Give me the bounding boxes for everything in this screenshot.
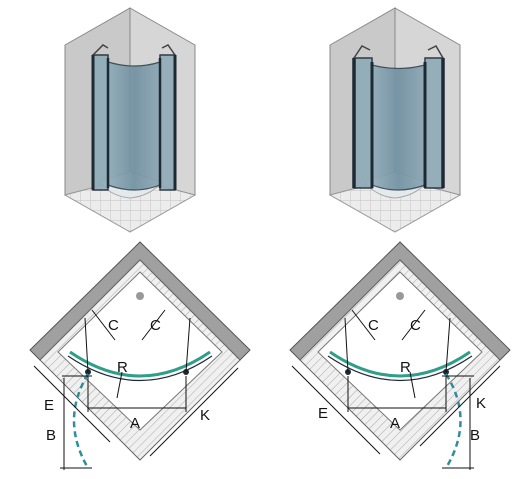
label-r: R [117,359,128,376]
stabiliser-bar [353,45,371,59]
fixed-panel-right [159,54,176,191]
dim-line-c [351,309,376,341]
door-swing-arc [72,373,90,469]
label-b: B [470,427,480,444]
dim-line-k [149,367,239,457]
label-c-right: C [410,317,421,334]
glass-line-plan [67,355,213,381]
dim-line-r [116,371,123,399]
label-a: A [390,415,400,432]
fixed-panel-left [92,54,109,191]
glass-curve-plan [329,350,471,378]
label-k: K [476,395,486,412]
stabiliser-bar [427,45,444,59]
label-e: E [44,397,54,414]
label-a: A [130,415,140,432]
glass-line-plan [327,355,473,381]
stabiliser-bar [92,44,109,56]
label-k: K [200,407,210,424]
dim-leader [84,317,89,373]
dim-line-c [141,309,166,341]
glass-curve-plan [69,350,211,378]
plan-view-left: C C R A E B K [29,241,251,470]
curved-glass-door [107,61,161,191]
dim-line-r [409,371,416,399]
label-c-left: C [368,317,379,334]
fixed-panel-right [424,57,444,189]
drain [396,292,404,300]
dim-leader [344,317,349,373]
dim-line-e [33,365,111,443]
plan-view-right: C C R A E K B [289,241,511,470]
shower-tray-plan [57,271,223,431]
label-c-right: C [150,317,161,334]
label-r: R [400,359,411,376]
enclosure-3d-left [63,7,197,233]
dim-leader [185,317,191,373]
fixed-panel-left [353,57,373,189]
shower-tray-plan [317,271,483,431]
curved-glass-door [371,64,426,191]
dim-line-c [91,309,116,341]
label-b: B [46,427,56,444]
label-c-left: C [108,317,119,334]
stabiliser-bar [161,44,176,56]
dim-line-c [401,309,426,341]
dim-line-k [419,365,501,447]
dim-line-e [291,365,381,455]
door-swing-arc [444,373,462,469]
dim-leader [445,317,451,373]
enclosure-3d-right [328,7,462,233]
label-e: E [318,405,328,422]
drain [136,292,144,300]
